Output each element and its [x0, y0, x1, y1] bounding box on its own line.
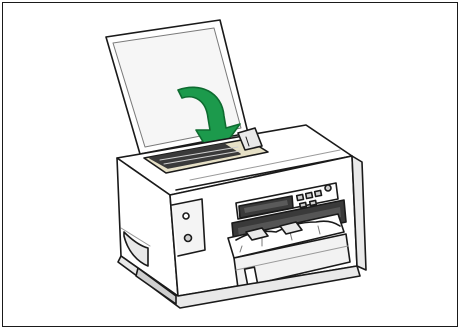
- panel-button-icon: [306, 192, 313, 198]
- cassette-handle-icon: [245, 267, 258, 285]
- panel-button-icon: [297, 194, 304, 200]
- panel-button-icon: [315, 190, 322, 196]
- panel-button-icon: [325, 185, 331, 191]
